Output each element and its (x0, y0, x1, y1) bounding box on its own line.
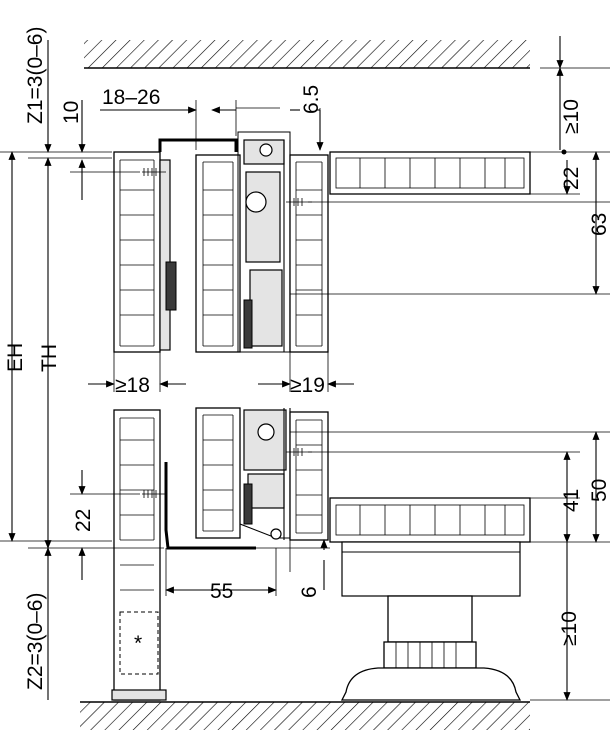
left-side-panel (111, 151, 167, 701)
bottom-shelf (329, 497, 531, 543)
upper-running-gear (237, 131, 291, 353)
dimension-label-z2: Z2=3(0–6) (24, 593, 47, 690)
dimension-label-bottom-left: 22 (72, 509, 95, 532)
dimension-label-th: TH (38, 344, 61, 372)
dimension-lines (8, 36, 600, 701)
adjustable-foot (340, 541, 522, 701)
dimension-label-top-gap: 10 (60, 101, 83, 124)
dimension-label-top-clearance: ≥10 (560, 99, 583, 134)
dimension-label-z1: Z1=3(0–6) (24, 27, 47, 124)
top-rail-profile (158, 138, 256, 550)
screw (286, 198, 312, 206)
note-marker: * (134, 632, 142, 655)
dimension-label-bottom-screw: 41 (560, 489, 583, 512)
floor-plug (119, 611, 159, 675)
reference-lines (0, 67, 610, 701)
screw (286, 448, 312, 456)
floor (80, 701, 530, 730)
dimension-label-bottom-clearance: ≥10 (558, 611, 581, 646)
dimension-label-left-thickness: ≥18 (115, 374, 150, 397)
top-shelf (329, 151, 531, 195)
dimension-label-bottom-gap: 6 (298, 586, 321, 598)
dimension-label-right-thickness: ≥19 (290, 374, 325, 397)
reference-dot (561, 149, 567, 155)
dimension-label-offset-range: 18–26 (102, 86, 160, 109)
screw (142, 490, 166, 498)
dimension-label-bottom-height: 50 (588, 479, 610, 502)
ceiling (84, 40, 530, 69)
right-door-panel (289, 154, 329, 541)
lower-running-gear (239, 408, 291, 540)
dimension-label-top-screw: 63 (588, 213, 610, 236)
dimension-label-eh: EH (4, 343, 27, 372)
middle-door-panel (195, 154, 241, 539)
screw (142, 168, 166, 176)
dimension-label-rail-gap: 6.5 (300, 85, 323, 114)
dimension-label-bottom-width: 55 (210, 580, 233, 603)
dimension-label-top-height: 22 (560, 167, 583, 190)
